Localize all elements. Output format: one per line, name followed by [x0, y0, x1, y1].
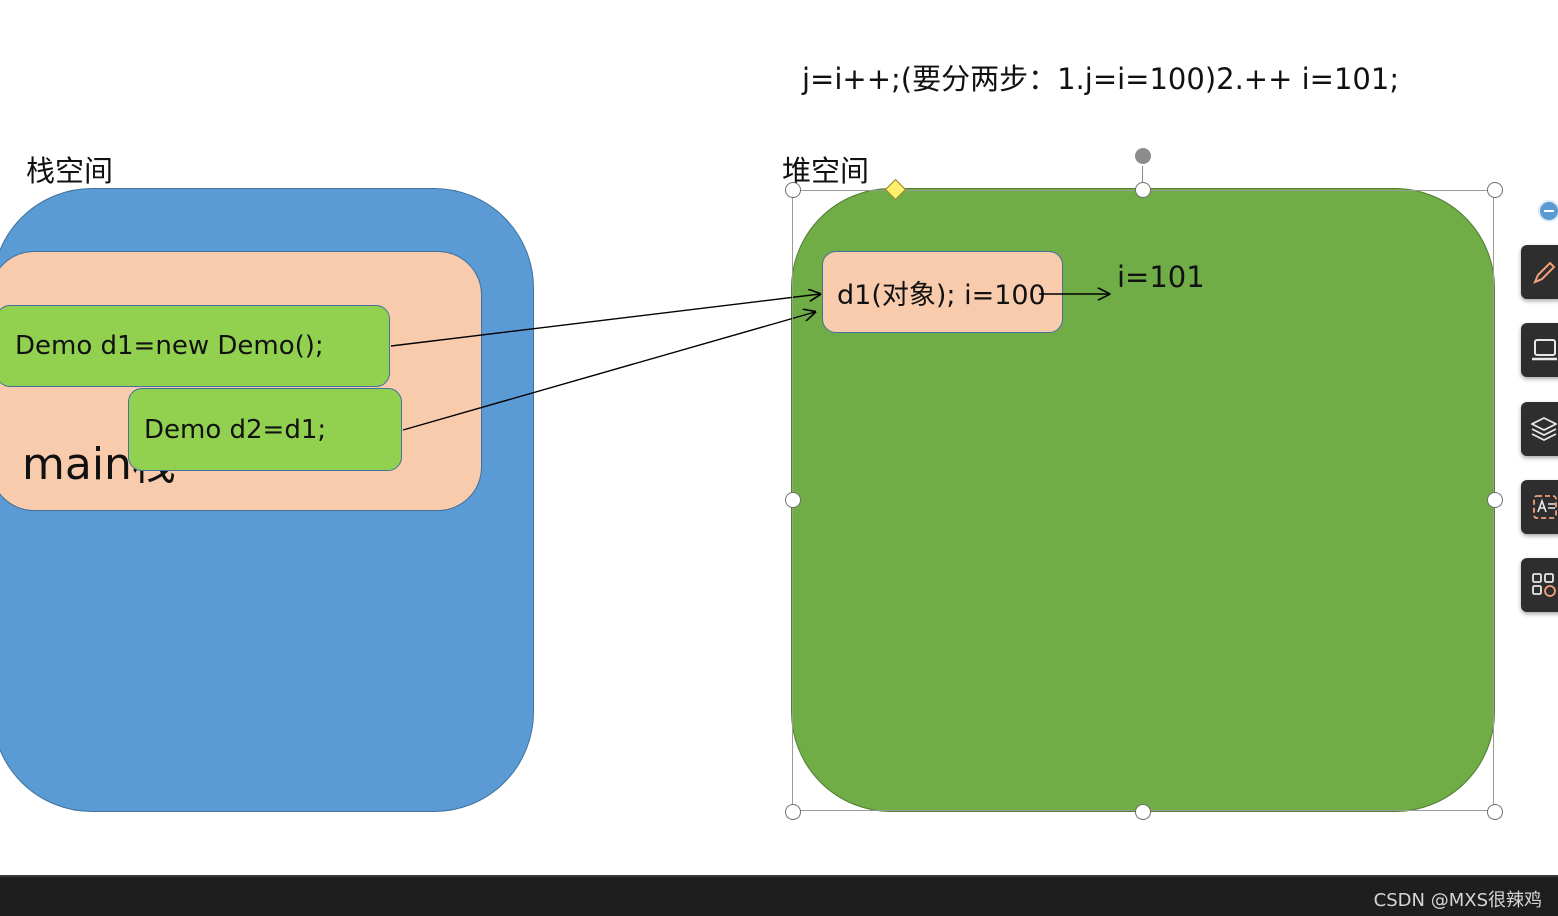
resize-handle-top-left[interactable] — [785, 182, 801, 198]
resize-handle-top[interactable] — [1135, 182, 1151, 198]
resize-handle-bottom-right[interactable] — [1487, 804, 1503, 820]
laptop-icon[interactable] — [1521, 323, 1558, 377]
watermark: CSDN @MXS很辣鸡 — [1373, 890, 1542, 911]
layers-icon[interactable] — [1521, 402, 1558, 456]
resize-handle-top-right[interactable] — [1487, 182, 1503, 198]
variable-d2-box[interactable]: Demo d2=d1; — [128, 388, 402, 471]
bottom-bar — [0, 875, 1558, 916]
top-note: j=i++;(要分两步：1.j=i=100)2.++ i=101; — [802, 62, 1400, 96]
incremented-value-label: i=101 — [1117, 260, 1205, 294]
apps-icon[interactable] — [1521, 558, 1558, 612]
resize-handle-bottom[interactable] — [1135, 804, 1151, 820]
stack-title: 栈空间 — [26, 154, 114, 188]
object-box[interactable]: d1(对象); i=100 — [822, 251, 1063, 333]
selection-frame — [792, 190, 1494, 811]
resize-handle-bottom-left[interactable] — [785, 804, 801, 820]
pen-icon[interactable] — [1521, 245, 1558, 299]
text-recognition-icon[interactable] — [1521, 480, 1558, 534]
collapse-minus-icon[interactable] — [1538, 200, 1558, 222]
resize-handle-left[interactable] — [785, 492, 801, 508]
resize-handle-right[interactable] — [1487, 492, 1503, 508]
variable-d1-box[interactable]: Demo d1=new Demo(); — [0, 305, 390, 387]
rotation-stem — [1142, 166, 1143, 183]
rotate-handle-icon[interactable] — [1133, 146, 1153, 166]
